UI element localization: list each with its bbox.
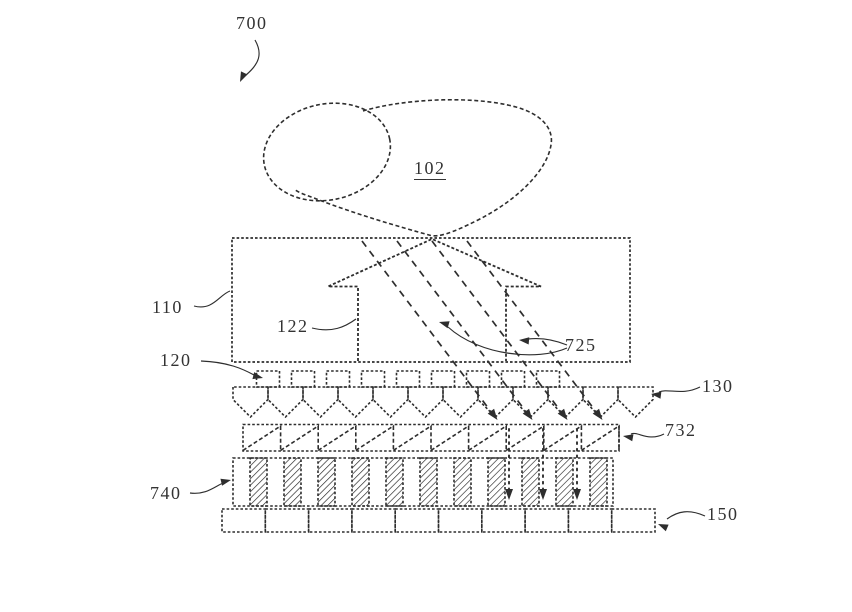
ref-label-700: 700 [236,13,268,33]
prism-film-layer [242,423,620,452]
ref-label-150: 150 [707,504,739,524]
ref-label-732: 732 [665,420,697,440]
upward-block-arrow [327,238,542,361]
ref-label-740: 740 [150,483,182,503]
ref-label-110: 110 [152,297,183,317]
ref-label-102: 102 [414,158,446,180]
display-layer-box [231,237,631,363]
ref-label-725: 725 [565,335,597,355]
fingertip-outline [262,98,553,237]
ref-label-122: 122 [277,316,309,336]
ref-label-120: 120 [160,350,192,370]
transmitted-light-rays [505,428,581,500]
sensor-array [221,508,656,533]
ref-label-130: 130 [702,376,734,396]
microlens-array [232,370,654,419]
leader-lines [189,39,706,532]
incident-light-rays [361,240,603,420]
aperture-collimator-layer [232,457,614,507]
